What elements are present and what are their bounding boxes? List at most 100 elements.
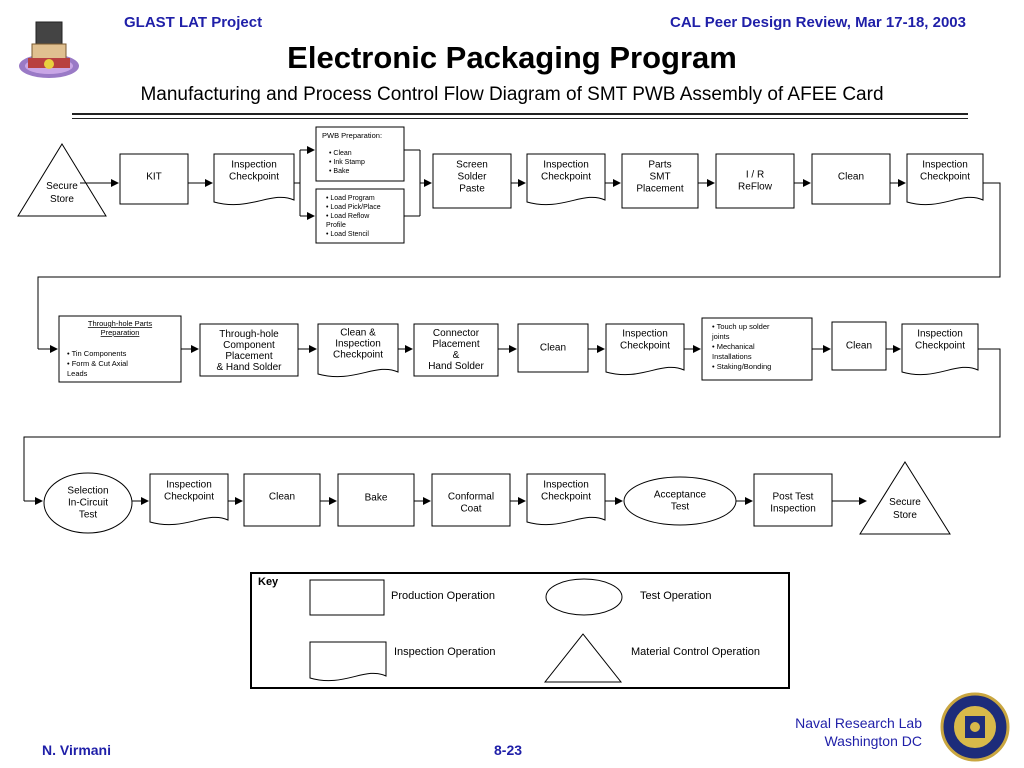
key-title: Key bbox=[258, 576, 279, 588]
inspection-checkpoint-3 bbox=[906, 153, 984, 206]
through-hole-item: Leads bbox=[67, 369, 88, 378]
inspection-checkpoint-4 bbox=[605, 323, 685, 376]
clean-3-label-line: Clean bbox=[846, 341, 872, 352]
inspection-1-label-line: Checkpoint bbox=[229, 172, 279, 183]
title-rule-thin bbox=[72, 118, 968, 119]
kit-box bbox=[119, 153, 189, 205]
selection-test-label-line: Selection bbox=[67, 486, 108, 497]
th-placement-label-line: Through-hole bbox=[219, 329, 279, 340]
touchup-item: joints bbox=[711, 332, 730, 341]
secure-store-2-label-line: Store bbox=[893, 510, 917, 521]
secure-store-2-label-line: Secure bbox=[889, 497, 921, 508]
inspection-checkpoint-2 bbox=[526, 153, 606, 206]
inspection-2-label-line: Inspection bbox=[543, 160, 589, 171]
glast-logo bbox=[14, 14, 84, 86]
clean-inspection-checkpoint bbox=[317, 323, 399, 378]
post-test-label-line: Post Test bbox=[773, 492, 814, 503]
pwb-prep-title: PWB Preparation: bbox=[322, 131, 382, 140]
parts-smt-box bbox=[621, 153, 699, 209]
footer-organization: Naval Research Lab Washington DC bbox=[795, 714, 922, 750]
touchup-item: Installations bbox=[712, 352, 752, 361]
selection-test-label-line: Test bbox=[79, 510, 98, 521]
connector-label-line: Placement bbox=[432, 339, 479, 350]
th-placement-label-line: Component bbox=[223, 340, 275, 351]
clean-box-4 bbox=[243, 473, 321, 527]
clean-inspect-label-line: Checkpoint bbox=[333, 350, 383, 361]
secure-store-triangle bbox=[17, 143, 107, 217]
screen-solder-label-line: Paste bbox=[459, 184, 485, 195]
inspection-checkpoint-7 bbox=[526, 473, 606, 526]
pwb-prep-item: • Ink Stamp bbox=[329, 159, 365, 166]
wrap-row2-row3 bbox=[23, 348, 1001, 501]
screen-solder-box bbox=[432, 153, 512, 209]
load-item: • Load Pick/Place bbox=[326, 204, 381, 211]
page-title: Electronic Packaging Program bbox=[287, 40, 737, 75]
ir-reflow-label-line: ReFlow bbox=[738, 182, 773, 193]
inspection-5-label-line: Checkpoint bbox=[915, 341, 965, 352]
through-hole-title: Through-hole Parts bbox=[88, 319, 152, 328]
touchup-item: • Mechanical bbox=[712, 342, 755, 351]
header-project: GLAST LAT Project bbox=[124, 14, 263, 31]
kit-label-line: KIT bbox=[146, 172, 162, 183]
key-inspection-shape bbox=[309, 641, 387, 682]
key-inspection-label: Inspection Operation bbox=[394, 646, 496, 658]
key-material-shape bbox=[543, 633, 623, 683]
clean-box-3 bbox=[831, 321, 887, 371]
clean-box-2 bbox=[517, 323, 589, 373]
inspection-6-label-line: Inspection bbox=[166, 480, 212, 491]
touchup-box bbox=[701, 317, 813, 381]
inspection-2-label-line: Checkpoint bbox=[541, 172, 591, 183]
through-hole-item: • Tin Components bbox=[67, 349, 127, 358]
acceptance-label-line: Acceptance bbox=[654, 490, 707, 501]
inspection-5-label-line: Inspection bbox=[917, 329, 963, 340]
page-subtitle: Manufacturing and Process Control Flow D… bbox=[140, 84, 884, 105]
key-test-shape bbox=[545, 578, 623, 616]
clean-2-label-line: Clean bbox=[540, 343, 566, 354]
touchup-item: • Staking/Bonding bbox=[712, 362, 771, 371]
post-test-inspection-box bbox=[753, 473, 833, 527]
connector-placement-box bbox=[413, 323, 499, 377]
inspection-4-label-line: Checkpoint bbox=[620, 341, 670, 352]
connector-label-line: & bbox=[453, 350, 460, 361]
screen-solder-label-line: Solder bbox=[458, 172, 488, 183]
secure-store-label-line: Store bbox=[50, 194, 74, 205]
secure-store-triangle-2 bbox=[859, 461, 951, 535]
clean-inspect-label-line: Clean & bbox=[340, 328, 376, 339]
parts-smt-label-line: SMT bbox=[649, 172, 670, 183]
pwb-preparation-box bbox=[315, 126, 405, 182]
footer-page-number: 8-23 bbox=[494, 742, 523, 758]
through-hole-item: • Form & Cut Axial bbox=[67, 359, 128, 368]
clean-box-1 bbox=[811, 153, 891, 205]
inspection-7-label-line: Inspection bbox=[543, 480, 589, 491]
post-test-label-line: Inspection bbox=[770, 504, 816, 515]
footer-org-line2: Washington DC bbox=[824, 733, 922, 749]
header-review: CAL Peer Design Review, Mar 17-18, 2003 bbox=[670, 14, 966, 31]
through-hole-title: Preparation bbox=[101, 328, 140, 337]
inspection-3-label-line: Inspection bbox=[922, 160, 968, 171]
footer-author: N. Virmani bbox=[42, 742, 111, 758]
inspection-6-label-line: Checkpoint bbox=[164, 492, 214, 503]
selection-test-label-line: In-Circuit bbox=[68, 498, 108, 509]
parts-smt-label-line: Placement bbox=[636, 184, 683, 195]
through-hole-placement-box bbox=[199, 323, 299, 377]
ir-reflow-label-line: I / R bbox=[746, 170, 764, 181]
conformal-coat-box bbox=[431, 473, 511, 527]
screen-solder-label-line: Screen bbox=[456, 160, 488, 171]
ir-reflow-box bbox=[715, 153, 795, 209]
connector-label-line: Hand Solder bbox=[428, 361, 484, 372]
touchup-item: • Touch up solder bbox=[712, 322, 770, 331]
inspection-checkpoint-1 bbox=[213, 153, 295, 206]
key-material-label: Material Control Operation bbox=[631, 646, 760, 658]
inspection-checkpoint-6 bbox=[149, 473, 229, 526]
load-item: Profile bbox=[326, 222, 346, 229]
bake-box bbox=[337, 473, 415, 527]
conformal-label-line: Coat bbox=[460, 504, 481, 515]
title-rule bbox=[72, 113, 968, 115]
load-item: • Load Program bbox=[326, 195, 375, 202]
through-hole-prep-box bbox=[58, 315, 182, 383]
key-production-label: Production Operation bbox=[391, 590, 495, 602]
inspection-1-label-line: Inspection bbox=[231, 160, 277, 171]
inspection-7-label-line: Checkpoint bbox=[541, 492, 591, 503]
clean-4-label-line: Clean bbox=[269, 492, 295, 503]
